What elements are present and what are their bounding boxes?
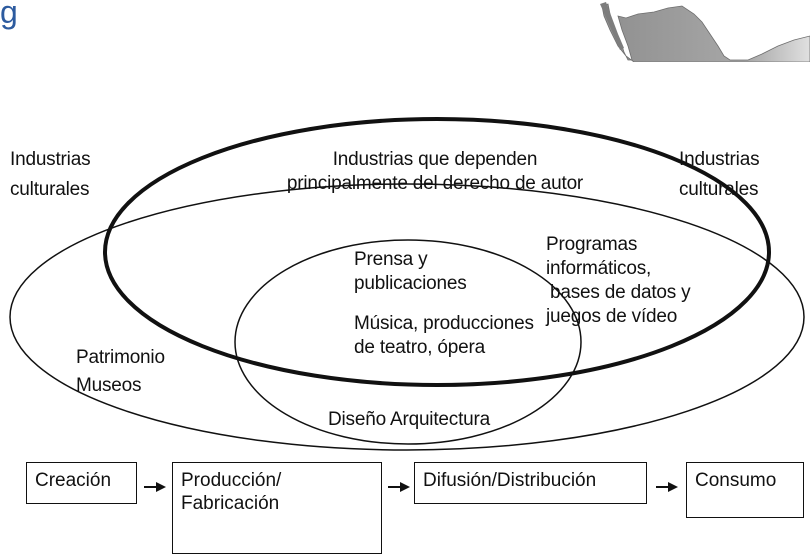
right-cultural-industries-label: Industrias culturales xyxy=(679,148,760,202)
copyright-label-line2: principalmente del derecho de autor xyxy=(286,173,584,194)
step-production: Producción/ Fabricación xyxy=(172,462,382,554)
heritage-line1: Patrimonio xyxy=(76,347,165,368)
arrow-right-icon xyxy=(655,480,679,494)
press-label: Prensa y publicaciones xyxy=(354,248,467,296)
press-line2: publicaciones xyxy=(354,273,467,294)
software-line3: bases de datos y xyxy=(550,282,691,303)
left-label-line2: culturales xyxy=(10,179,90,200)
music-line1: Música, producciones xyxy=(354,313,534,334)
step-production-label-line1: Producción/ xyxy=(181,470,282,491)
design-architecture-label: Diseño Arquitectura xyxy=(328,409,491,430)
creative-industries-ellipse xyxy=(234,239,582,445)
left-label-line1: Industrias xyxy=(10,149,91,170)
software-label: Programas informáticos, bases de datos y… xyxy=(546,233,691,329)
heritage-label: Patrimonio Museos xyxy=(76,346,165,398)
software-line4: juegos de vídeo xyxy=(546,306,678,327)
copyright-industries-ellipse xyxy=(103,117,771,387)
arrow-right-icon xyxy=(387,480,411,494)
copyright-label-line1: Industrias que dependen xyxy=(332,149,538,170)
step-consumption-label: Consumo xyxy=(695,470,777,491)
step-creation: Creación xyxy=(26,462,137,504)
step-creation-label: Creación xyxy=(35,470,112,491)
mexico-map-icon xyxy=(598,0,810,62)
cultural-industries-ellipse xyxy=(9,183,805,451)
music-label: Música, producciones de teatro, ópera xyxy=(354,312,534,360)
press-line1: Prensa y xyxy=(354,249,428,270)
heritage-line2: Museos xyxy=(76,375,142,396)
step-production-label-line2: Fabricación xyxy=(181,493,280,514)
step-consumption: Consumo xyxy=(686,462,804,518)
software-line2: informáticos, xyxy=(546,258,652,279)
copyright-industries-label: Industrias que dependen principalmente d… xyxy=(250,148,620,196)
right-label-line1: Industrias xyxy=(679,149,760,170)
right-label-line2: culturales xyxy=(679,179,759,200)
left-cultural-industries-label: Industrias culturales xyxy=(10,148,91,202)
arrow-right-icon xyxy=(143,480,167,494)
software-line1: Programas xyxy=(546,234,638,255)
slide-title-fragment: g xyxy=(0,0,18,30)
step-distribution-label: Difusión/Distribución xyxy=(423,470,597,491)
music-line2: de teatro, ópera xyxy=(354,337,485,358)
step-distribution: Difusión/Distribución xyxy=(414,462,647,504)
